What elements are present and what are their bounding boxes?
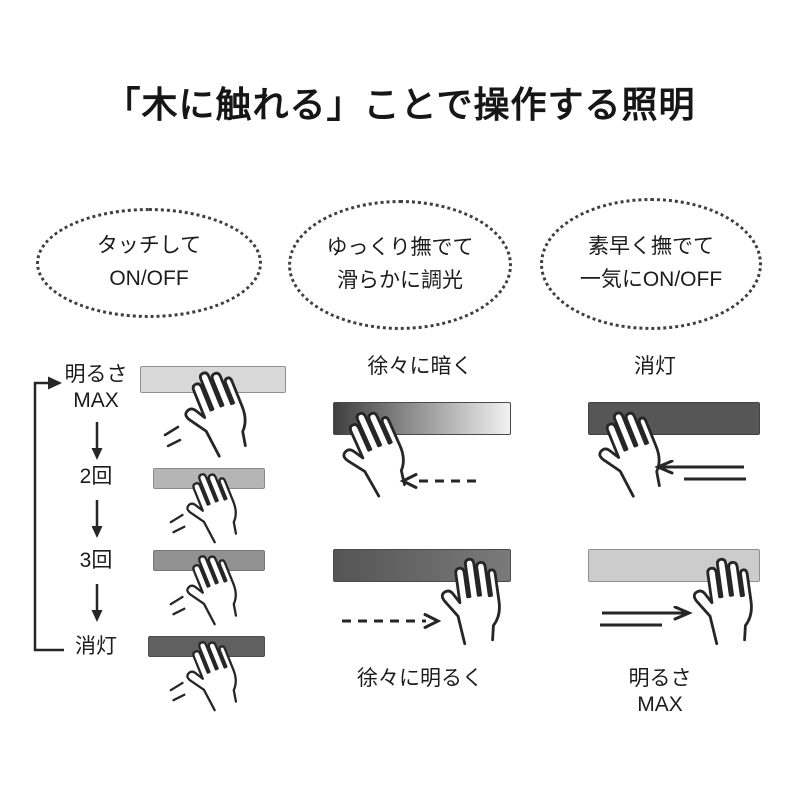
arrowhead xyxy=(399,473,418,489)
hand-icon xyxy=(436,554,506,648)
hand-icon xyxy=(688,554,758,648)
cycle-arrowhead xyxy=(48,376,62,390)
bubble-slow-line2: 滑らかに調光 xyxy=(337,269,463,292)
tap-motion-icon xyxy=(163,425,182,448)
tap-icon-use xyxy=(169,513,186,534)
bubble-touch-line1: タッチして xyxy=(96,234,202,258)
fast-bottom-label-line2: MAX xyxy=(637,693,683,716)
bubble-slow-line1: ゆっくり撫でて xyxy=(326,236,474,260)
bubble-slow-swipe: ゆっくり撫でて 滑らかに調光 xyxy=(288,200,512,330)
tap-icon-use xyxy=(169,595,186,616)
down-arrowhead xyxy=(91,526,103,538)
tap-motion-icon xyxy=(169,595,186,616)
bubble-fast-line1: 素早く撫でて xyxy=(588,235,714,259)
step-label-3: 3回 xyxy=(79,549,113,572)
bubble-touch-line2: ON/OFF xyxy=(109,267,189,290)
tap-motion-icon xyxy=(169,681,186,702)
arrowhead xyxy=(673,606,693,621)
down-arrow-icon xyxy=(91,422,103,460)
cycle-line xyxy=(33,381,64,652)
down-arrow-icon xyxy=(91,500,103,538)
step-label-off: 消灯 xyxy=(75,635,117,658)
arrowhead xyxy=(654,460,674,475)
fast-swipe-left-arrow-icon xyxy=(654,460,746,481)
tap-icon-use xyxy=(163,425,182,448)
step-label-max-line2: MAX xyxy=(73,389,119,412)
down-arrowhead xyxy=(91,448,103,460)
step-label-max-line1: 明るさ xyxy=(64,363,128,386)
hand-icon-use xyxy=(688,554,758,648)
tap-motion-icon xyxy=(169,513,186,534)
page-title: 「木に触れる」ことで操作する照明 xyxy=(104,84,696,125)
fast-bottom-label: 明るさ MAX xyxy=(570,666,750,718)
slow-swipe-right-arrow-icon xyxy=(342,613,442,629)
fast-swipe-right-arrow-icon xyxy=(600,606,693,627)
cycle-back-arrow-icon xyxy=(33,376,64,652)
down-arrowhead xyxy=(91,610,103,622)
slow-bottom-label: 徐々に明るく xyxy=(357,667,483,690)
bubble-fast-swipe: 素早く撫でて 一気にON/OFF xyxy=(540,198,762,330)
bubble-fast-line2: 一気にON/OFF xyxy=(579,268,723,291)
arrowhead xyxy=(423,613,442,629)
tap-icon-use xyxy=(169,681,186,702)
down-arrow-icon xyxy=(91,584,103,622)
hand-icon-use xyxy=(436,554,506,648)
slow-swipe-left-arrow-icon xyxy=(399,473,476,489)
step-label-2: 2回 xyxy=(79,465,113,488)
step-label-max: 明るさ MAX xyxy=(56,362,136,414)
fast-bottom-label-line1: 明るさ xyxy=(628,667,692,690)
fast-top-label: 消灯 xyxy=(634,355,676,378)
bubble-touch: タッチして ON/OFF xyxy=(36,208,262,318)
slow-top-label: 徐々に暗く xyxy=(367,355,473,378)
